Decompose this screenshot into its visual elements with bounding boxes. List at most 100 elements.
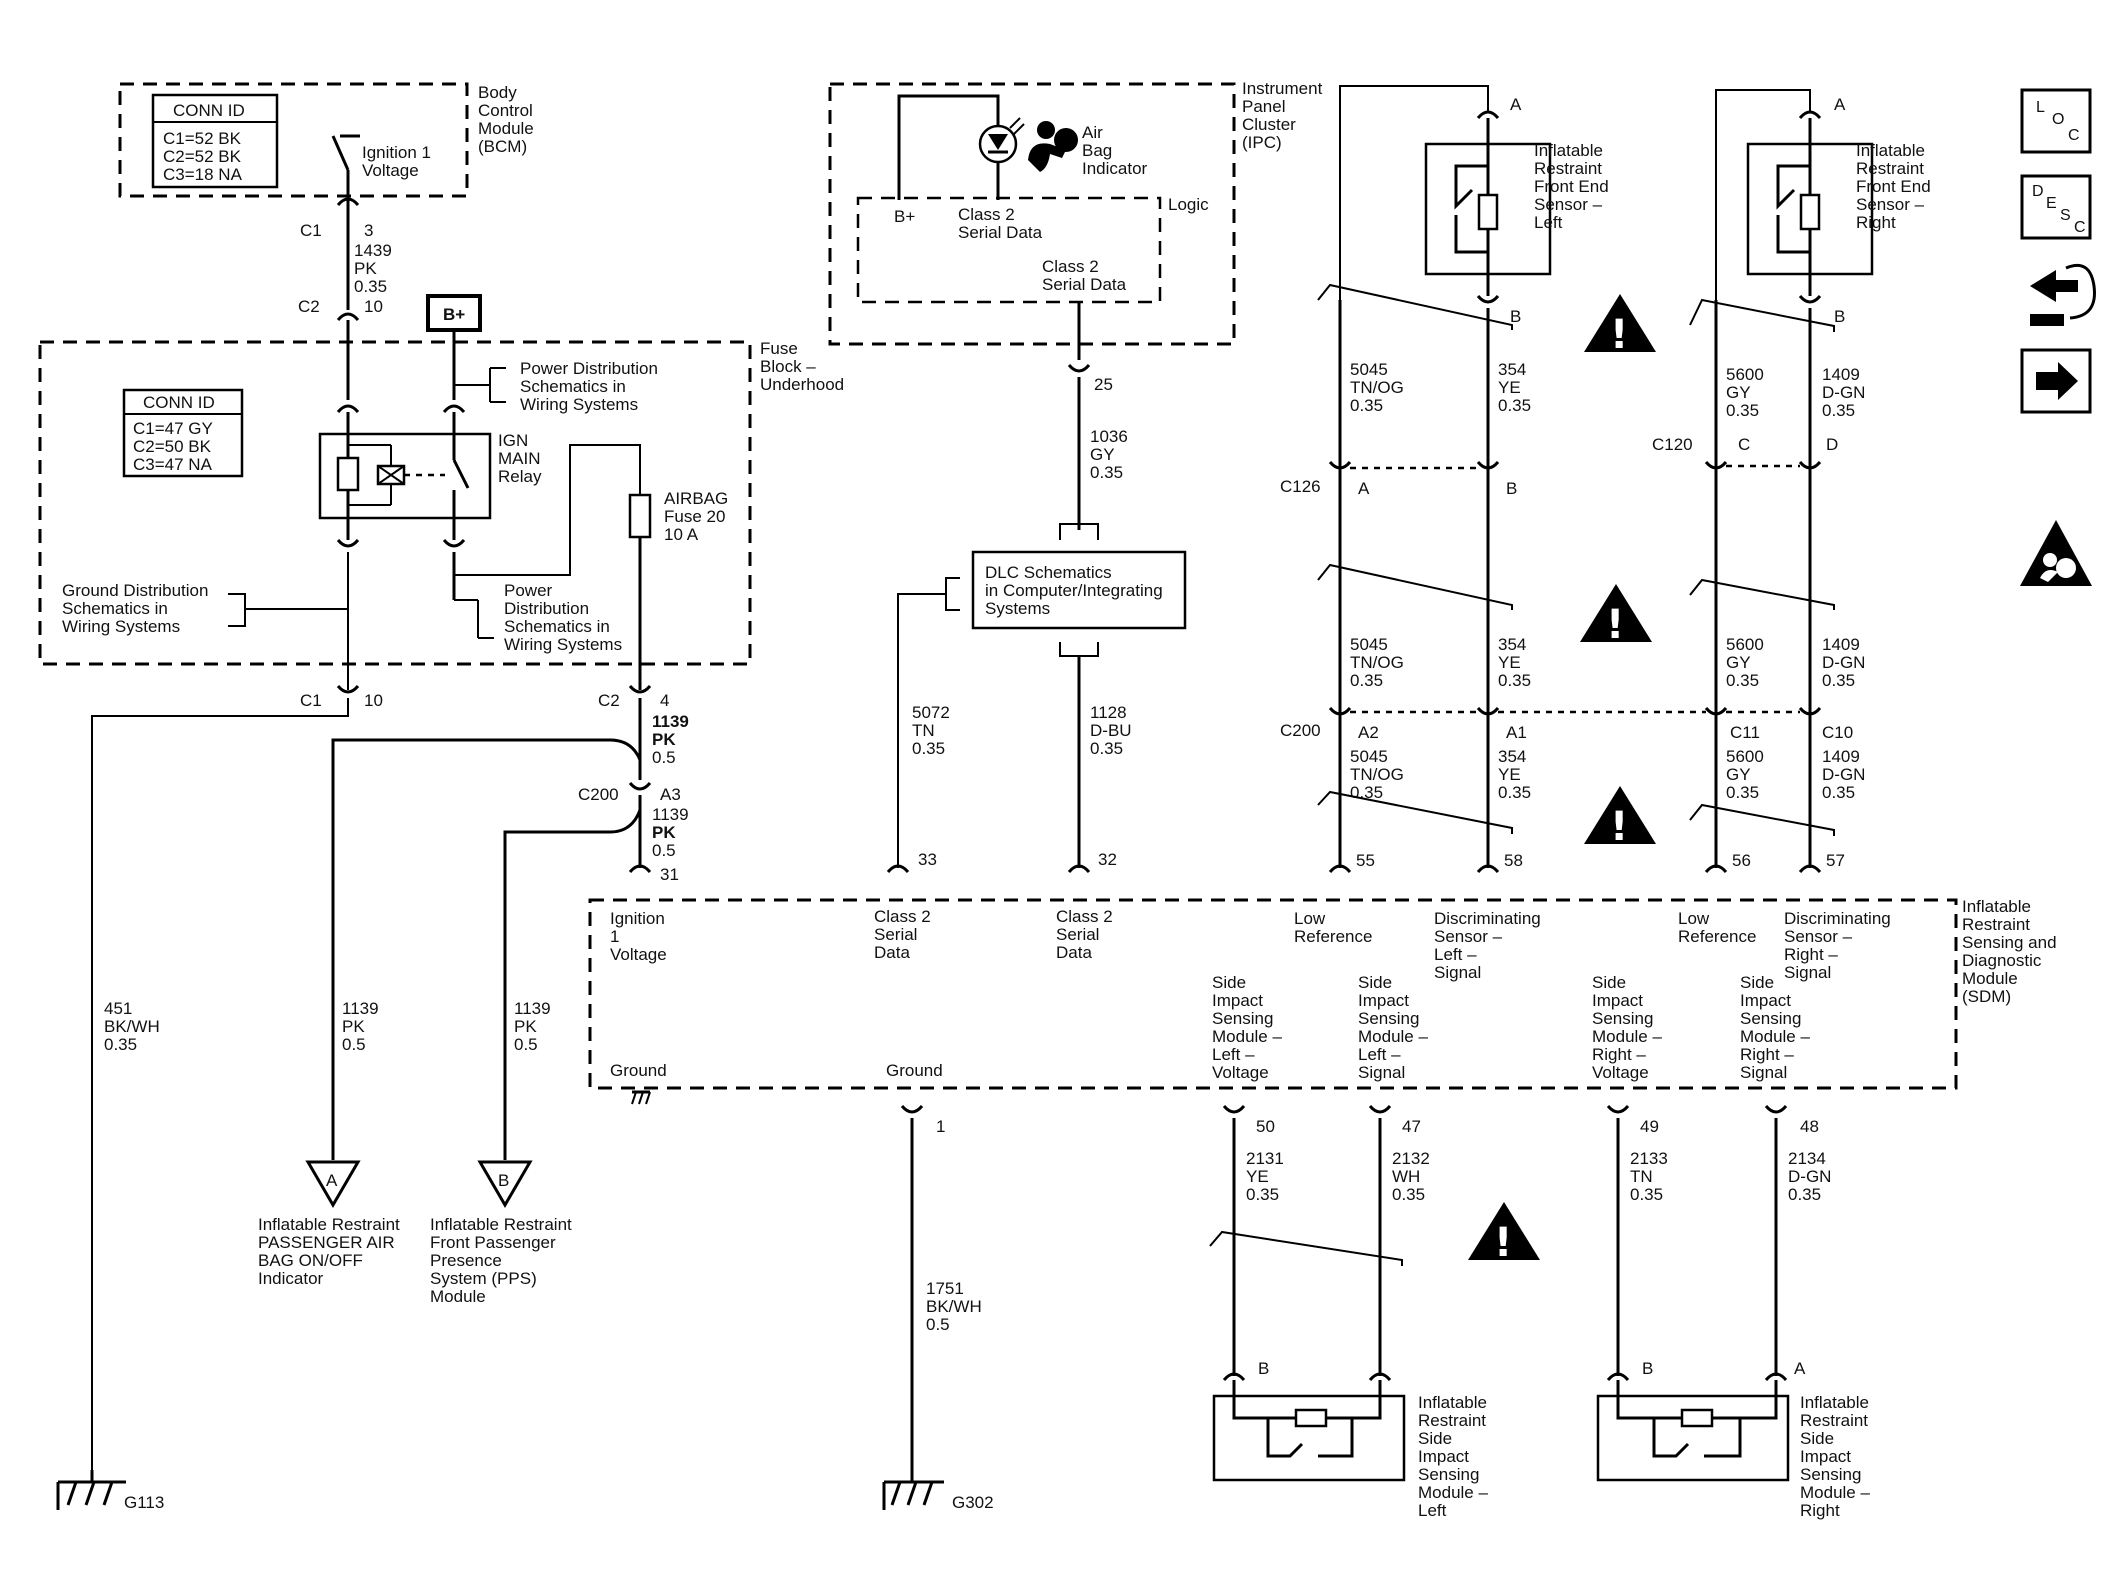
- desc-nav-button[interactable]: D E S C: [2020, 174, 2092, 240]
- wire-color: BK/WH: [926, 1297, 982, 1316]
- next-arrow-button[interactable]: [2020, 348, 2092, 414]
- sdm-pin-label: Impact: [1212, 991, 1263, 1010]
- bcm-outline: [118, 82, 469, 198]
- sdm-pin-label: Left –: [1358, 1045, 1401, 1064]
- chassis-ground-icon: [631, 1090, 651, 1105]
- wire-number: 1139: [652, 712, 689, 731]
- sensor-title: Inflatable: [1534, 141, 1603, 160]
- svg-text:!: !: [1610, 312, 1628, 358]
- sdm-pin-label: Reference: [1294, 927, 1372, 946]
- sdm-pin-label: Discriminating: [1784, 909, 1891, 928]
- sdm-pin-label: Impact: [1740, 991, 1791, 1010]
- pin-label: 56: [1732, 851, 1751, 870]
- c2-label: C2: [298, 297, 320, 316]
- pin-label: 55: [1356, 851, 1375, 870]
- wire-color: D-GN: [1822, 383, 1865, 402]
- side-sensor-title: Inflatable: [1800, 1393, 1869, 1412]
- relay-label: MAIN: [498, 449, 541, 468]
- c2-label: C2: [598, 691, 620, 710]
- ground-symbol-icon: [56, 1480, 126, 1510]
- pin-label: 25: [1094, 375, 1113, 394]
- wire-color: YE: [1246, 1167, 1269, 1186]
- wire-gauge: 0.35: [354, 277, 387, 296]
- wire-number: 2131: [1246, 1149, 1284, 1168]
- loc-nav-button[interactable]: L O C: [2020, 88, 2092, 154]
- svg-text:!: !: [1606, 602, 1624, 648]
- wire-gauge: 0.35: [1788, 1185, 1821, 1204]
- sdm-pin-label: Module –: [1740, 1027, 1810, 1046]
- sdm-pin-label: Sensing: [1212, 1009, 1273, 1028]
- svg-text:C: C: [2074, 219, 2086, 236]
- pin-label: 3: [364, 221, 373, 240]
- sdm-pin-label: Voltage: [1212, 1063, 1269, 1082]
- wire-gauge: 0.35: [1822, 671, 1855, 690]
- wire-gauge: 0.35: [1822, 783, 1855, 802]
- pin-label: B: [1506, 479, 1517, 498]
- side-sensor-title: Impact: [1418, 1447, 1469, 1466]
- side-right-sensor-box: [1596, 1394, 1790, 1482]
- wire-color: YE: [1498, 653, 1521, 672]
- side-sensor-title: Side: [1800, 1429, 1834, 1448]
- dlc-label: in Computer/Integrating: [985, 581, 1163, 600]
- fuse-conn-id-box: [122, 388, 244, 478]
- wire-color: TN: [1630, 1167, 1653, 1186]
- c200-label: C200: [578, 785, 619, 804]
- pin-label: A: [1794, 1359, 1806, 1378]
- wire-color: GY: [1090, 445, 1115, 464]
- warning-icon: !: [1468, 1202, 1540, 1266]
- pin-label: B: [1510, 307, 1521, 326]
- dlc-label: Systems: [985, 599, 1050, 618]
- pin-label: A: [1358, 479, 1370, 498]
- wire-color: D-GN: [1822, 653, 1865, 672]
- warning-icon: !: [1580, 584, 1652, 648]
- sdm-pin-label: Impact: [1358, 991, 1409, 1010]
- sdm-pin-label: Serial: [1056, 925, 1099, 944]
- bcm-conn-id-title: CONN ID: [173, 101, 245, 120]
- sdm-pin-label: Sensor –: [1434, 927, 1503, 946]
- pin-label: A2: [1358, 723, 1379, 742]
- wire-number: 1751: [926, 1279, 964, 1298]
- wire-number: 1139: [342, 999, 379, 1018]
- c1-label: C1: [300, 691, 322, 710]
- wire-gauge: 0.5: [926, 1315, 950, 1334]
- fuse-label: 10 A: [664, 525, 699, 544]
- wire-gauge: 0.35: [1246, 1185, 1279, 1204]
- serial-label: Class 2: [1042, 257, 1099, 276]
- sdm-pin-label: 1: [610, 927, 619, 946]
- side-sensor-title: Module –: [1800, 1483, 1870, 1502]
- pin-label: 10: [364, 691, 383, 710]
- dlc-box: [971, 550, 1187, 630]
- sensor-title: Restraint: [1856, 159, 1924, 178]
- wire-color: GY: [1726, 765, 1751, 784]
- pin-label: 58: [1504, 851, 1523, 870]
- sdm-pin-label: Low: [1678, 909, 1710, 928]
- wire-number: 354: [1498, 635, 1526, 654]
- fuse-block-outline: [38, 340, 752, 666]
- sdm-pin-label: Signal: [1784, 963, 1831, 982]
- logic-label: Logic: [1168, 195, 1209, 214]
- wire-color: PK: [514, 1017, 537, 1036]
- connector-tool-icon[interactable]: [2030, 263, 2096, 326]
- warning-icon: !: [1584, 786, 1656, 850]
- sdm-pin-label: Left –: [1434, 945, 1477, 964]
- branch-a-label: BAG ON/OFF: [258, 1251, 363, 1270]
- bplus-box: [426, 294, 482, 332]
- power-dist-bottom: Schematics in: [504, 617, 610, 636]
- side-right-sensor-icon: [1616, 1380, 1778, 1458]
- svg-text:L: L: [2036, 99, 2045, 116]
- relay-label: IGN: [498, 431, 528, 450]
- ipc-title: Panel: [1242, 97, 1285, 116]
- side-sensor-title: Restraint: [1418, 1411, 1486, 1430]
- front-right-sensor-icon: [1776, 118, 1821, 296]
- branch-b-label: System (PPS): [430, 1269, 537, 1288]
- serial-label: Class 2: [958, 205, 1015, 224]
- relay-switch-icon: [452, 459, 470, 540]
- sdm-pin-label: Data: [874, 943, 910, 962]
- wire-gauge: 0.35: [104, 1035, 137, 1054]
- pin-label: B: [1642, 1359, 1653, 1378]
- sdm-pin-label: Left –: [1212, 1045, 1255, 1064]
- ipc-title: Instrument: [1242, 79, 1323, 98]
- svg-text:E: E: [2046, 195, 2057, 212]
- wire-gauge: 0.35: [1726, 783, 1759, 802]
- pin-label: A: [1510, 95, 1522, 114]
